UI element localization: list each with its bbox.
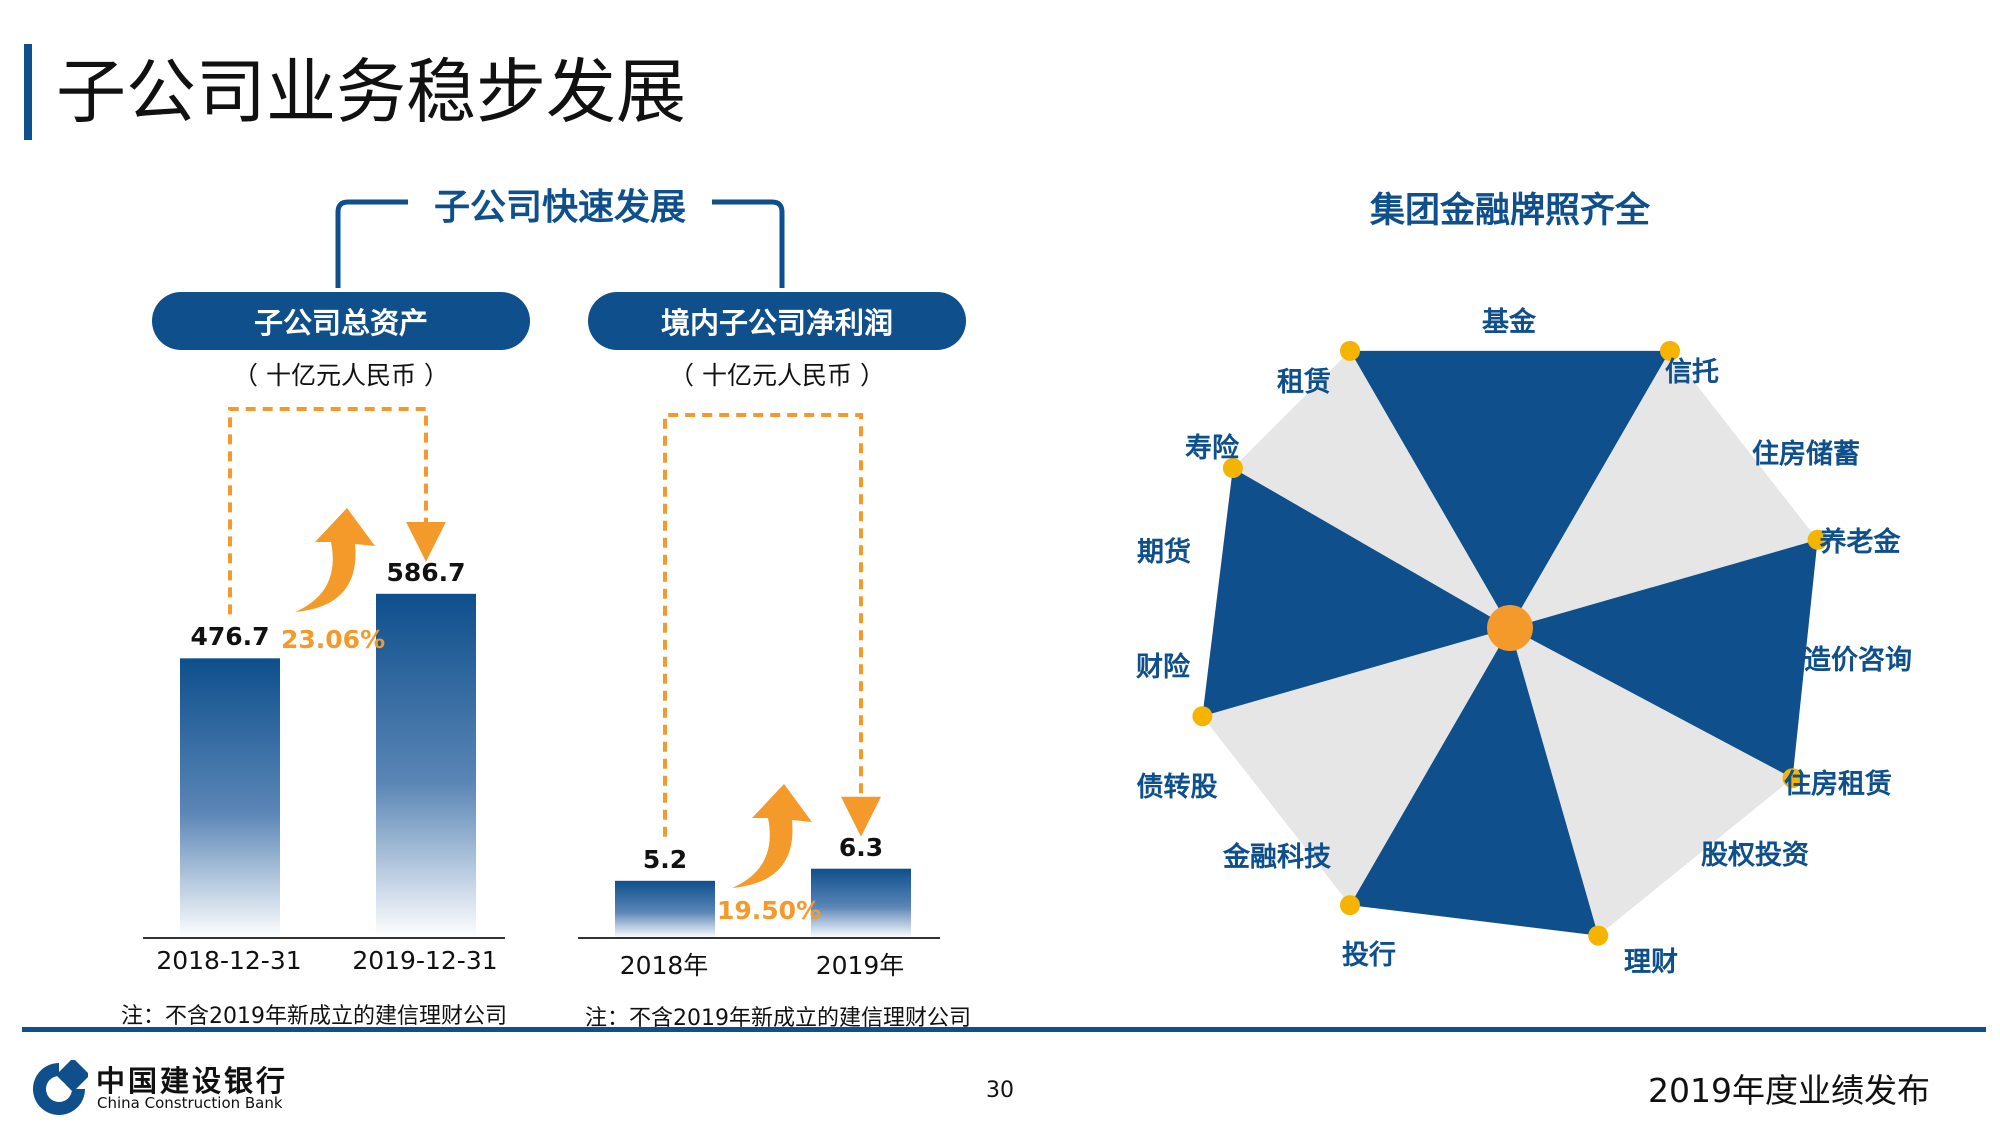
x-tick-label: 2019年 (815, 951, 905, 980)
bar-2018年 (615, 880, 715, 938)
umbrella-hub (1487, 605, 1533, 651)
umbrella-panel (1202, 628, 1510, 906)
footnote-total-assets: 注：不含2019年新成立的建信理财公司 (121, 1004, 507, 1029)
umbrella-panel (1232, 350, 1510, 628)
umbrella-panel (1510, 628, 1793, 936)
license-label: 基金 (1482, 307, 1536, 338)
license-label: 债转股 (1136, 772, 1218, 803)
section-connector (335, 199, 785, 288)
growth-rate-total-assets: 23.06% (281, 625, 386, 654)
bank-logo-icon (33, 1060, 88, 1115)
license-label: 寿险 (1185, 433, 1239, 464)
unit-label-total-assets: （ 十亿元人民币 ） (233, 361, 449, 390)
umbrella-tip (1660, 340, 1680, 361)
growth-rate-net-profit: 19.50% (717, 896, 822, 925)
page-title: 子公司业务稳步发展 (56, 51, 686, 133)
bar-value-label: 586.7 (386, 557, 466, 587)
bar-charts (143, 407, 940, 939)
license-label: 投行 (1342, 940, 1396, 971)
umbrella-panel (1510, 539, 1818, 779)
umbrella-tip (1340, 895, 1360, 916)
bank-name-en: China Construction Bank (97, 1094, 283, 1112)
umbrella-panel (1510, 350, 1818, 628)
umbrella-tip (1340, 340, 1360, 361)
umbrella-tip (1807, 529, 1828, 550)
umbrella-tip (1782, 768, 1803, 789)
license-label: 租赁 (1277, 367, 1331, 398)
bar-2019-12-31 (376, 593, 476, 938)
section-title-subsidiaries: 子公司快速发展 (433, 187, 686, 228)
license-label: 财险 (1136, 652, 1190, 683)
license-label: 造价咨询 (1804, 645, 1912, 676)
footnote-net-profit: 注：不含2019年新成立的建信理财公司 (585, 1006, 971, 1031)
growth-arrow-icon (732, 784, 812, 888)
license-label: 住房储蓄 (1752, 439, 1860, 470)
unit-label-net-profit: （ 十亿元人民币 ） (669, 361, 885, 390)
umbrella-tip (1222, 458, 1243, 478)
umbrella-panel (1350, 628, 1599, 936)
umbrella-panel (1350, 350, 1670, 628)
license-label: 信托 (1665, 357, 1719, 388)
license-umbrella-diagram (1192, 340, 1828, 946)
bar-value-label: 5.2 (642, 844, 688, 874)
umbrella-tip (1192, 706, 1213, 727)
bar-value-label: 6.3 (838, 832, 884, 862)
panel-label-net-profit: 境内子公司净利润 (588, 292, 966, 350)
x-tick-label: 2018-12-31 (156, 946, 302, 975)
footer-divider (22, 1027, 1986, 1032)
title-accent-bar (24, 44, 32, 140)
section-title-licenses: 集团金融牌照齐全 (1369, 191, 1650, 231)
bar-value-label: 476.7 (190, 622, 270, 652)
comparison-bracket (663, 413, 881, 837)
license-label: 理财 (1624, 947, 1678, 978)
x-tick-label: 2019-12-31 (352, 946, 498, 975)
bar-2018-12-31 (180, 658, 280, 938)
umbrella-tip (1588, 925, 1609, 946)
panel-label-total-assets: 子公司总资产 (152, 292, 530, 350)
page-number: 30 (986, 1078, 1014, 1103)
bank-name-cn: 中国建设银行 (96, 1064, 289, 1098)
license-label: 金融科技 (1223, 842, 1331, 873)
license-label: 股权投资 (1701, 840, 1809, 871)
license-label: 养老金 (1819, 527, 1901, 558)
report-title: 2019年度业绩发布 (1648, 1071, 1930, 1110)
comparison-bracket (228, 407, 446, 615)
growth-arrow-icon (295, 508, 375, 612)
license-label: 住房租赁 (1784, 769, 1892, 800)
x-tick-label: 2018年 (619, 951, 709, 980)
umbrella-panel (1202, 468, 1510, 717)
bar-2019年 (811, 868, 911, 938)
license-label: 期货 (1137, 537, 1191, 568)
